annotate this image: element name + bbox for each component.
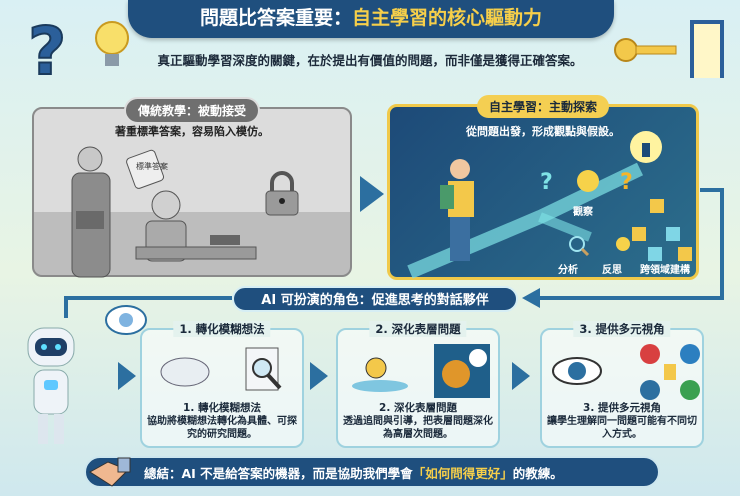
title-highlight: 自主學習的核心驅動力 [352,7,543,29]
summary-prefix: 總結：AI 不是給答案的機器，而是協助我們學會 [144,466,413,481]
eye-icon [552,357,602,385]
card-title: 1. 轉化模糊想法 [173,321,271,337]
traditional-label: 傳統教學：被動接受 [123,97,261,124]
summary-highlight: 「如何問得更好」 [412,466,513,481]
ai-role-banner: AI 可扮演的角色：促進思考的對話夥伴 [232,286,518,312]
step-analyze: 分析 [558,265,578,276]
summary-bar: 總結：AI 不是給答案的機器，而是協助我們學會「如何問得更好」的教練。 [84,456,660,488]
card-title: 3. 提供多元視角 [573,321,671,337]
handshake-icon [89,457,131,487]
student-explorer-illustration [440,159,474,261]
step-reflect: 反思 [602,265,622,276]
puddle-question-icon [352,357,408,392]
arrow-right-icon [310,362,328,390]
question-bulb-icons: ?? [540,170,633,195]
multi-eye-icon [640,344,700,400]
key-icon [614,38,677,62]
card-body: 透過追問與引導，把表層問題深化為高層次問題。 [343,416,493,440]
summary-suffix: 的教練。 [512,466,563,481]
step-cross-domain: 跨領域建構 [640,265,690,276]
page-title: 問題比答案重要：自主學習的核心驅動力 [128,0,614,38]
traditional-teaching-panel: 傳統教學：被動接受 著重標準答案，容易陷入模仿。 標準答案 [32,97,352,278]
svg-text:?: ? [620,170,633,195]
card-heading: 3. 提供多元視角 [583,402,661,414]
diver-icon [434,344,490,398]
arrow-right-icon [360,176,384,212]
robot-icon [27,305,147,444]
ai-card-1: 1. 轉化模糊想法 1. 轉化模糊想法協助將模糊想法轉化為具體、可探究的研究問題… [140,321,304,448]
cloud-icon [160,357,210,387]
bucket-icon: 標準答案 [126,149,168,189]
autonomous-label: 自主學習：主動探索 [476,95,610,118]
autonomous-text: 從問題出發，形成觀點與假設。 [466,125,620,138]
door-icon [690,20,724,78]
notepad-magnifier-icon [245,347,282,391]
step-observe: 觀察 [573,207,593,218]
network-cubes-icon [632,199,692,261]
card-body: 協助將模糊想法轉化為具體、可探究的研究問題。 [147,416,297,440]
question-mark-icon: ? [27,12,67,91]
magnifier-icon [569,236,590,257]
lightbulb-icon [95,21,129,66]
card-title: 2. 深化表層問題 [369,321,467,337]
lock-icon [265,171,299,216]
card-body: 讓學生理解同一問題可能有不同切入方式。 [547,416,697,440]
teacher-illustration [71,146,111,278]
bulb-icon [616,237,630,251]
autonomous-learning-panel: 自主學習：主動探索 從問題出發，形成觀點與假設。 ?? 觀察 分析 反思 跨領域… [387,95,699,280]
ai-card-2: 2. 深化表層問題 2. 深化表層問題透過追問與引導，把表層問題深化為高層次問題… [336,321,500,448]
title-main: 問題比答案重要： [199,7,352,29]
bucket-text: 標準答案 [136,161,168,171]
svg-text:?: ? [28,13,66,90]
arrow-right-icon [512,362,530,390]
student-illustration [135,190,257,262]
arrow-right-icon [118,362,136,390]
subtitle: 真正驅動學習深度的關鍵，在於提出有價值的問題，而非僅是獲得正確答案。 [157,53,583,68]
ai-card-3: 3. 提供多元視角 3. 提供多元視角讓學生理解同一問題可能有不同切入方式。 [540,321,704,448]
traditional-text: 著重標準答案，容易陷入模仿。 [115,125,269,138]
svg-text:?: ? [540,170,553,195]
card-heading: 2. 深化表層問題 [379,402,457,414]
card-heading: 1. 轉化模糊想法 [183,402,261,414]
